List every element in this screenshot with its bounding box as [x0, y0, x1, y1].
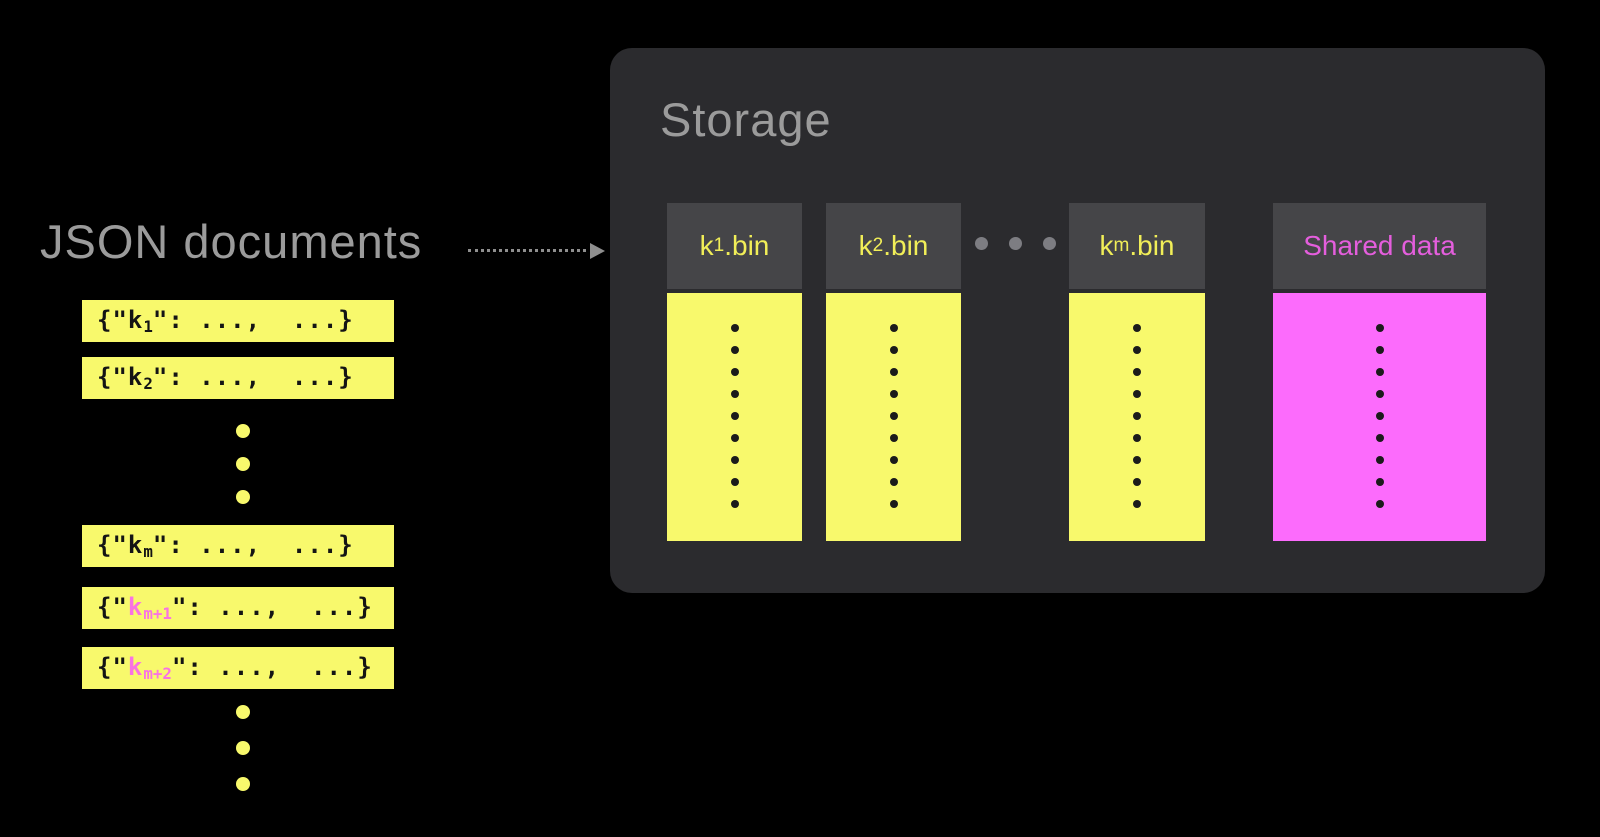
continuation-dot	[1009, 237, 1022, 250]
continuation-dot	[236, 457, 250, 471]
storage-title: Storage	[660, 93, 832, 146]
continuation-dot	[1375, 368, 1384, 376]
continuation-dot	[236, 705, 250, 719]
json-documents-label: JSON documents	[40, 215, 423, 268]
continuation-dot	[975, 237, 988, 250]
continuation-dot	[1375, 434, 1384, 442]
continuation-dot	[889, 324, 898, 332]
continuation-dot	[1133, 456, 1141, 464]
continuation-dot	[1375, 390, 1384, 398]
continuation-dot	[1133, 346, 1141, 354]
continuation-dot	[1375, 478, 1384, 486]
continuation-dot	[1133, 368, 1141, 376]
continuation-dot	[1375, 324, 1384, 332]
documents-ellipsis-dots	[236, 705, 250, 791]
continuation-dot	[730, 412, 739, 420]
continuation-dot	[236, 741, 250, 755]
continuation-dot	[889, 434, 898, 442]
continuation-dot	[1133, 412, 1141, 420]
continuation-dot	[1133, 390, 1141, 398]
continuation-dot	[1375, 346, 1384, 354]
continuation-dot	[730, 390, 739, 398]
continuation-dot	[1375, 500, 1384, 508]
json-document-row-k2: {"k2": ..., ...}	[82, 357, 394, 399]
bin-k1-body	[667, 293, 802, 541]
continuation-dot	[889, 412, 898, 420]
continuation-dot	[889, 390, 898, 398]
continuation-dot	[1375, 456, 1384, 464]
continuation-dot	[730, 456, 739, 464]
bin-k2-body	[826, 293, 961, 541]
bin-shared-data-header: Shared data	[1273, 203, 1486, 289]
json-document-row-km1: {"km+1": ..., ...}	[82, 587, 394, 629]
continuation-dot	[1133, 324, 1141, 332]
document-code: {"k2": ..., ...}	[97, 363, 354, 393]
document-code: {"km": ..., ...}	[97, 531, 354, 561]
continuation-dot	[730, 478, 739, 486]
json-document-row-km: {"km": ..., ...}	[82, 525, 394, 567]
continuation-dot	[889, 478, 898, 486]
documents-ellipsis-dots	[236, 424, 250, 504]
arrow-head-icon	[590, 243, 605, 259]
arrow-dotted-line	[468, 249, 593, 252]
continuation-dot	[236, 490, 250, 504]
arrow-json-to-storage	[468, 243, 605, 259]
continuation-dot	[889, 500, 898, 508]
continuation-dot	[730, 434, 739, 442]
json-document-row-k1: {"k1": ..., ...}	[82, 300, 394, 342]
bin-shared-data-body	[1273, 293, 1486, 541]
document-code: {"km+1": ..., ...}	[97, 593, 373, 623]
bin-km-body	[1069, 293, 1205, 541]
continuation-dot	[889, 456, 898, 464]
bins-ellipsis-dots	[975, 237, 1056, 250]
continuation-dot	[889, 346, 898, 354]
continuation-dot	[889, 368, 898, 376]
continuation-dot	[1375, 412, 1384, 420]
continuation-dot	[730, 500, 739, 508]
continuation-dot	[236, 777, 250, 791]
continuation-dot	[1043, 237, 1056, 250]
continuation-dot	[236, 424, 250, 438]
continuation-dot	[730, 346, 739, 354]
continuation-dot	[1133, 434, 1141, 442]
continuation-dot	[1133, 478, 1141, 486]
continuation-dot	[730, 368, 739, 376]
bin-shared-data: Shared data	[1273, 203, 1486, 541]
continuation-dot	[1133, 500, 1141, 508]
document-code: {"k1": ..., ...}	[97, 306, 354, 336]
continuation-dot	[730, 324, 739, 332]
document-code: {"km+2": ..., ...}	[97, 653, 373, 683]
json-document-row-km2: {"km+2": ..., ...}	[82, 647, 394, 689]
